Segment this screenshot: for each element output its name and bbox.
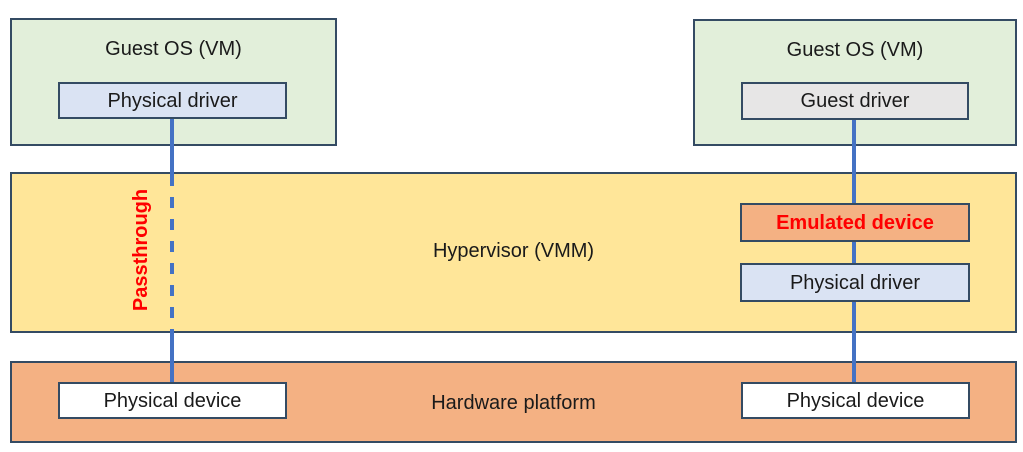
physical-driver-hypervisor-box: Physical driver [740, 263, 970, 302]
physical-driver-hypervisor-label: Physical driver [789, 271, 921, 294]
hypervisor-box: Hypervisor (VMM) [10, 172, 1017, 333]
physical-device-right-box: Physical device [741, 382, 970, 419]
passthrough-label: Passthrough [130, 188, 152, 312]
emulated-device-label: Emulated device [776, 211, 934, 234]
physical-device-left-label: Physical device [103, 389, 242, 412]
guest-os-left-title: Guest OS (VM) [105, 38, 242, 60]
physical-device-right-label: Physical device [786, 389, 925, 412]
hardware-platform-title: Hardware platform [431, 392, 596, 414]
physical-device-left-box: Physical device [58, 382, 287, 419]
physical-driver-guest-box: Physical driver [58, 82, 287, 119]
emulated-device-box: Emulated device [740, 203, 970, 242]
physical-driver-guest-label: Physical driver [107, 89, 238, 112]
hypervisor-title: Hypervisor (VMM) [432, 240, 595, 262]
passthrough-connector-dashed [170, 186, 174, 334]
guest-os-right-title: Guest OS (VM) [786, 39, 924, 61]
passthrough-connector-bottom [170, 334, 174, 383]
emulation-connector [852, 120, 856, 383]
guest-driver-label: Guest driver [800, 90, 910, 112]
passthrough-connector-top [170, 119, 174, 186]
guest-driver-box: Guest driver [741, 82, 969, 120]
